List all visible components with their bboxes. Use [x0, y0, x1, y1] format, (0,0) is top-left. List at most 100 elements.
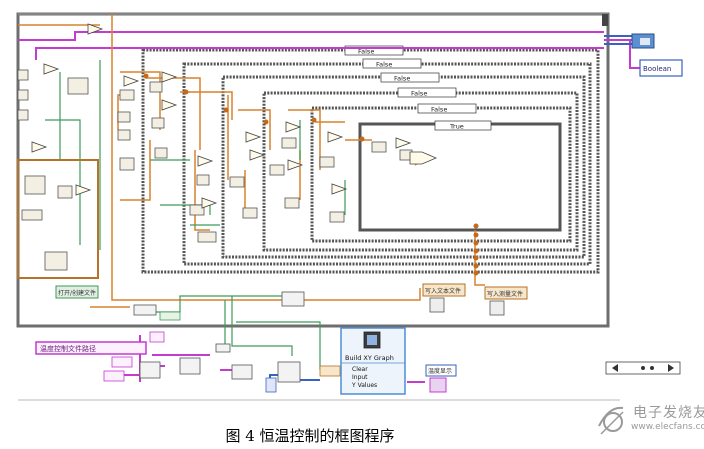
watermark: 电子发烧友 www.elecfans.com — [593, 398, 704, 442]
node-block — [119, 157, 135, 171]
temperature-display-label: 温度显示 — [428, 367, 452, 375]
node-block — [329, 211, 345, 223]
compare-functions — [31, 23, 438, 209]
node-block — [284, 197, 300, 209]
build-xy-graph-input: Input — [352, 374, 368, 381]
node-block — [57, 185, 73, 199]
node-block — [21, 209, 43, 221]
node-block — [281, 137, 297, 149]
string-constant-text: 温度控制文件路径 — [40, 344, 96, 353]
node-block — [103, 370, 125, 382]
node-block — [231, 364, 253, 380]
write-measurement-file-node[interactable]: 写入测量文件 — [484, 286, 528, 316]
node-block — [319, 365, 341, 377]
compare-node — [245, 131, 262, 143]
node-block — [215, 343, 231, 353]
case-structure-1 — [141, 48, 600, 274]
build-xy-graph-input: Clear — [352, 366, 368, 373]
temperature-display-node[interactable]: 温度显示 — [425, 364, 457, 393]
boolean-indicator[interactable]: Boolean — [639, 59, 683, 77]
error-cluster-node — [159, 311, 181, 321]
node-block — [149, 331, 165, 343]
node-block — [189, 204, 205, 216]
case-selector-label: False — [376, 61, 392, 69]
compare-node — [31, 141, 48, 153]
build-xy-graph-input: Y Values — [351, 382, 377, 389]
node-block — [17, 109, 29, 121]
select-node — [409, 151, 438, 165]
case-selector[interactable]: False — [397, 87, 457, 98]
write-text-file-label: 写入文本文件 — [425, 287, 461, 295]
node-block — [24, 175, 46, 195]
case-structure-6 — [358, 122, 562, 232]
compare-node — [331, 183, 348, 195]
node-blocks — [17, 69, 413, 271]
open-file-node[interactable]: 打开/创建文件 — [55, 285, 99, 299]
file-refnum-node — [133, 304, 157, 316]
node-block — [67, 77, 89, 95]
case-selector[interactable]: False — [380, 72, 440, 83]
case-selector[interactable]: False — [417, 103, 477, 114]
node-block — [319, 156, 335, 168]
node-block — [17, 89, 29, 101]
compare-node — [285, 121, 302, 133]
figure-caption: 图 4 恒温控制的框图程序 — [225, 427, 395, 445]
write-text-file-node[interactable]: 写入文本文件 — [422, 283, 466, 313]
compare-node — [161, 99, 178, 111]
build-xy-graph-vi[interactable]: Build XY Graph Clear Input Y Values — [340, 327, 406, 395]
scroll-controls — [605, 361, 681, 375]
case-selector[interactable]: False — [344, 45, 404, 56]
watermark-url: www.elecfans.com — [631, 422, 704, 432]
blue-wires — [269, 35, 632, 390]
node-block — [277, 361, 301, 383]
case-selector-label: False — [411, 90, 427, 98]
tunnel-terminals — [143, 73, 479, 276]
compare-node — [75, 184, 92, 196]
string-constant[interactable]: 温度控制文件路径 — [35, 341, 147, 355]
file-io-nodes: 写入文本文件 写入测量文件 打开/创建文件 温度显示 — [55, 283, 528, 393]
boolean-indicator-label: Boolean — [643, 65, 671, 73]
compare-node — [395, 137, 412, 149]
node-block — [229, 176, 245, 188]
node-block — [197, 231, 217, 243]
left-sub-case — [17, 159, 99, 279]
node-block — [265, 377, 277, 393]
case-selector-label: False — [394, 75, 410, 83]
node-block — [269, 164, 285, 176]
case-selector-label: False — [358, 48, 374, 56]
node-block — [371, 141, 387, 153]
scroll-left-icon[interactable] — [612, 364, 618, 372]
node-block — [44, 251, 68, 271]
node-block — [117, 111, 131, 123]
compare-node — [43, 63, 60, 75]
node-block — [154, 147, 168, 159]
node-block — [149, 81, 163, 93]
case-selector[interactable]: False — [362, 58, 422, 69]
right-indicators: Boolean — [631, 33, 683, 77]
elecfans-logo-icon — [598, 406, 624, 435]
node-block — [151, 117, 165, 129]
node-block — [17, 69, 29, 81]
case-selector[interactable]: True — [434, 120, 492, 131]
bottom-nodes — [103, 331, 341, 393]
case-selectors: False False False False False True — [344, 45, 492, 131]
case-selector-label: False — [431, 106, 447, 114]
compare-node — [197, 155, 214, 167]
node-block — [179, 357, 201, 375]
compare-node — [201, 197, 218, 209]
scroll-right-icon[interactable] — [668, 364, 674, 372]
case-selector-label: True — [449, 123, 464, 131]
node-block — [196, 174, 210, 186]
compare-node — [287, 159, 304, 171]
node-block — [139, 361, 161, 379]
node-block — [111, 356, 133, 368]
open-file-label: 打开/创建文件 — [58, 289, 96, 297]
compare-node — [327, 131, 344, 143]
loop-terminal — [602, 14, 608, 26]
node-block — [242, 207, 258, 219]
compare-node — [249, 149, 266, 161]
green-wires — [18, 60, 346, 370]
write-measurement-file-label: 写入测量文件 — [487, 290, 523, 298]
watermark-title: 电子发烧友 — [633, 405, 704, 421]
